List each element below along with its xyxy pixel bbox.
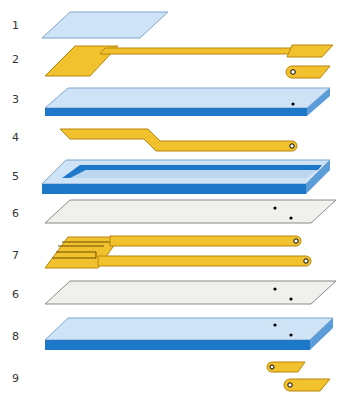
contact-pad bbox=[267, 362, 330, 391]
top-sheet bbox=[42, 12, 168, 38]
insulating-sheet bbox=[45, 200, 336, 223]
callout-number: 3 bbox=[12, 93, 19, 106]
callout-number: 8 bbox=[12, 330, 19, 343]
insulating-sheet bbox=[45, 281, 336, 304]
heater-trace bbox=[60, 129, 297, 151]
callout-number: 4 bbox=[12, 131, 19, 144]
callout-number: 6 bbox=[12, 207, 19, 220]
callout-number: 2 bbox=[12, 53, 19, 66]
channel-slab bbox=[42, 160, 330, 194]
interdigitated-electrode bbox=[45, 236, 311, 268]
callout-number: 9 bbox=[12, 372, 19, 385]
base-slab bbox=[45, 318, 333, 350]
callout-number: 1 bbox=[12, 19, 19, 32]
callout-number: 6 bbox=[12, 288, 19, 301]
electrode-layer bbox=[45, 45, 333, 78]
substrate-slab bbox=[45, 88, 330, 116]
callout-number: 7 bbox=[12, 249, 19, 262]
callout-number: 5 bbox=[12, 170, 19, 183]
